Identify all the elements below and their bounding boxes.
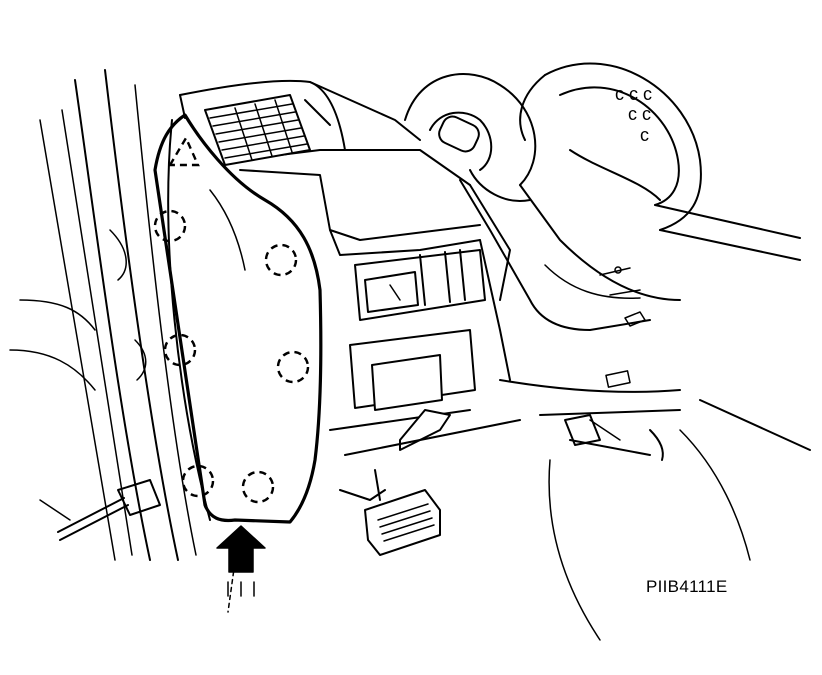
center-air-vent [204,94,331,166]
clip-marker-3 [163,333,197,367]
clip-markers [153,135,310,504]
clip-marker-4 [276,350,310,384]
clip-marker-triangle [167,135,200,167]
svg-text:c: c [640,125,649,145]
door-frame [9,69,197,561]
svg-text:c c c: c c c [615,84,652,104]
pedal [339,469,441,556]
clip-marker-1 [153,209,187,243]
switch-panel [239,169,521,456]
steering-column [404,73,681,388]
instrument-lower-cover-panel [153,113,323,524]
clip-marker-2 [264,243,298,277]
up-arrow-icon [216,525,266,613]
clip-marker-6 [241,470,275,504]
door-striker [39,479,161,541]
floor-and-kick-panel [499,379,811,641]
steering-wheel: c c c c c c [519,62,801,261]
svg-text:c c: c c [628,104,651,124]
clip-marker-5 [181,464,215,498]
figure-code-label: PIIB4111E [646,577,728,596]
